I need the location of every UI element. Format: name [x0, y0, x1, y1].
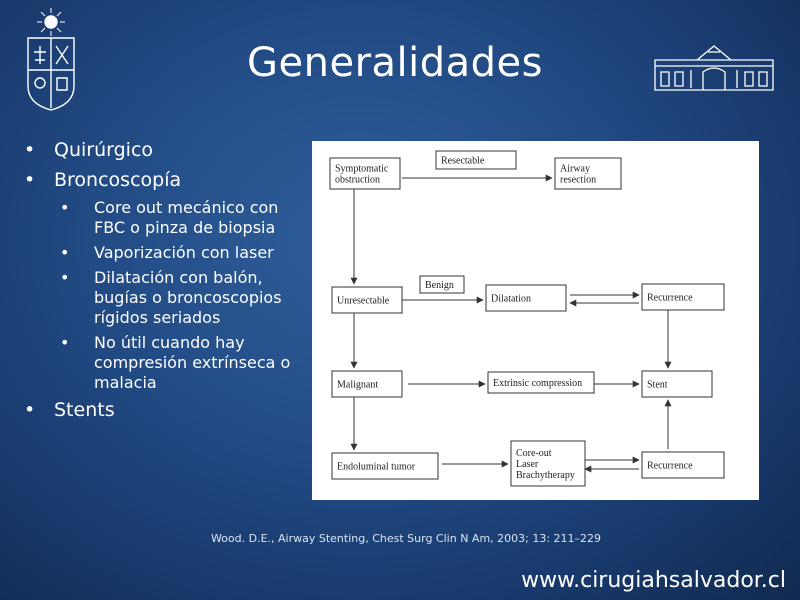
- flow-node-label: Core-out: [516, 448, 552, 459]
- flow-node-resectable: Resectable: [435, 150, 517, 170]
- sub-bullet-item: • Dilatación con balón, bugías o broncos…: [60, 268, 304, 328]
- flow-node-label: Resectable: [441, 156, 485, 167]
- sub-bullet-marker: •: [60, 243, 70, 262]
- university-seal-logo: [27, 8, 75, 111]
- flow-node-label: Laser: [516, 459, 539, 470]
- flow-node-unresectable: Unresectable: [331, 286, 403, 314]
- sub-bullet-text: Dilatación con balón, bugías o broncosco…: [94, 268, 282, 327]
- flow-node-box: [331, 286, 403, 314]
- website-url: www.cirugiahsalvador.cl: [521, 568, 786, 593]
- bullet-item: • Quirúrgico: [24, 138, 304, 162]
- flow-node-label: Malignant: [337, 380, 378, 391]
- flow-node-box: [554, 157, 622, 190]
- flow-node-label: Benign: [425, 280, 454, 291]
- flow-node-label: resection: [560, 175, 596, 186]
- flow-node-label: Airway: [560, 164, 590, 175]
- flow-node-recurrence-bottom: Recurrence: [641, 451, 725, 479]
- flow-node-label: Stent: [647, 380, 668, 391]
- flow-node-label: Endoluminal tumor: [337, 462, 416, 473]
- flow-node-extrinsic: Extrinsic compression: [487, 371, 595, 394]
- flow-node-label: Recurrence: [647, 461, 693, 472]
- flow-node-box: [641, 283, 725, 311]
- bullet-marker: •: [24, 139, 36, 161]
- flow-node-label: Dilatation: [491, 294, 531, 305]
- sub-bullet-marker: •: [60, 333, 70, 352]
- flow-node-benign: Benign: [419, 275, 465, 294]
- flow-node-box: [487, 371, 595, 394]
- flow-node-box: [485, 284, 567, 312]
- flow-node-malignant: Malignant: [331, 370, 403, 398]
- flow-node-box: [510, 440, 586, 487]
- flow-node-label: Unresectable: [337, 296, 390, 307]
- flow-node-label: Brachytherapy: [516, 470, 575, 481]
- bullet-item: • Stents: [24, 398, 304, 422]
- flow-node-box: [435, 150, 517, 170]
- hospital-building-logo: [654, 45, 774, 91]
- flow-node-label: Extrinsic compression: [493, 378, 582, 389]
- flow-node-box: [329, 157, 401, 190]
- sub-bullet-marker: •: [60, 198, 70, 217]
- bullet-text: Broncoscopía: [54, 169, 182, 191]
- sub-bullet-marker: •: [60, 268, 70, 287]
- flow-node-label: obstruction: [335, 175, 380, 186]
- flow-node-box: [641, 451, 725, 479]
- bullet-marker: •: [24, 169, 36, 191]
- bullet-item: • Broncoscopía: [24, 168, 304, 192]
- flow-node-box: [331, 370, 403, 398]
- flow-node-box: [419, 275, 465, 294]
- flow-node-stent: Stent: [641, 370, 713, 398]
- sub-bullet-item: • No útil cuando hay compresión extrínse…: [60, 333, 304, 393]
- flow-node-box: [331, 452, 439, 480]
- flow-node-box: [641, 370, 713, 398]
- sub-bullet-item: • Vaporización con laser: [60, 243, 304, 263]
- bullet-text: Quirúrgico: [54, 139, 154, 161]
- bullet-marker: •: [24, 399, 36, 421]
- sub-bullet-item: • Core out mecánico con FBC o pinza de b…: [60, 198, 304, 238]
- sub-bullet-text: No útil cuando hay compresión extrínseca…: [94, 333, 291, 392]
- flow-node-label: Symptomatic: [335, 164, 389, 175]
- bullet-list: • Quirúrgico • Broncoscopía • Core out m…: [24, 138, 304, 428]
- slide-title: Generalidades: [247, 40, 543, 86]
- bullet-text: Stents: [54, 399, 115, 421]
- sub-bullet-text: Core out mecánico con FBC o pinza de bio…: [94, 198, 279, 237]
- citation-text: Wood. D.E., Airway Stenting, Chest Surg …: [210, 532, 602, 545]
- flow-node-label: Recurrence: [647, 293, 693, 304]
- flowchart-svg: SymptomaticobstructionResectableAirwayre…: [329, 150, 725, 487]
- flow-node-endoluminal: Endoluminal tumor: [331, 452, 439, 480]
- flow-node-recurrence-top: Recurrence: [641, 283, 725, 311]
- sub-bullet-text: Vaporización con laser: [94, 243, 274, 262]
- flow-node-dilatation: Dilatation: [485, 284, 567, 312]
